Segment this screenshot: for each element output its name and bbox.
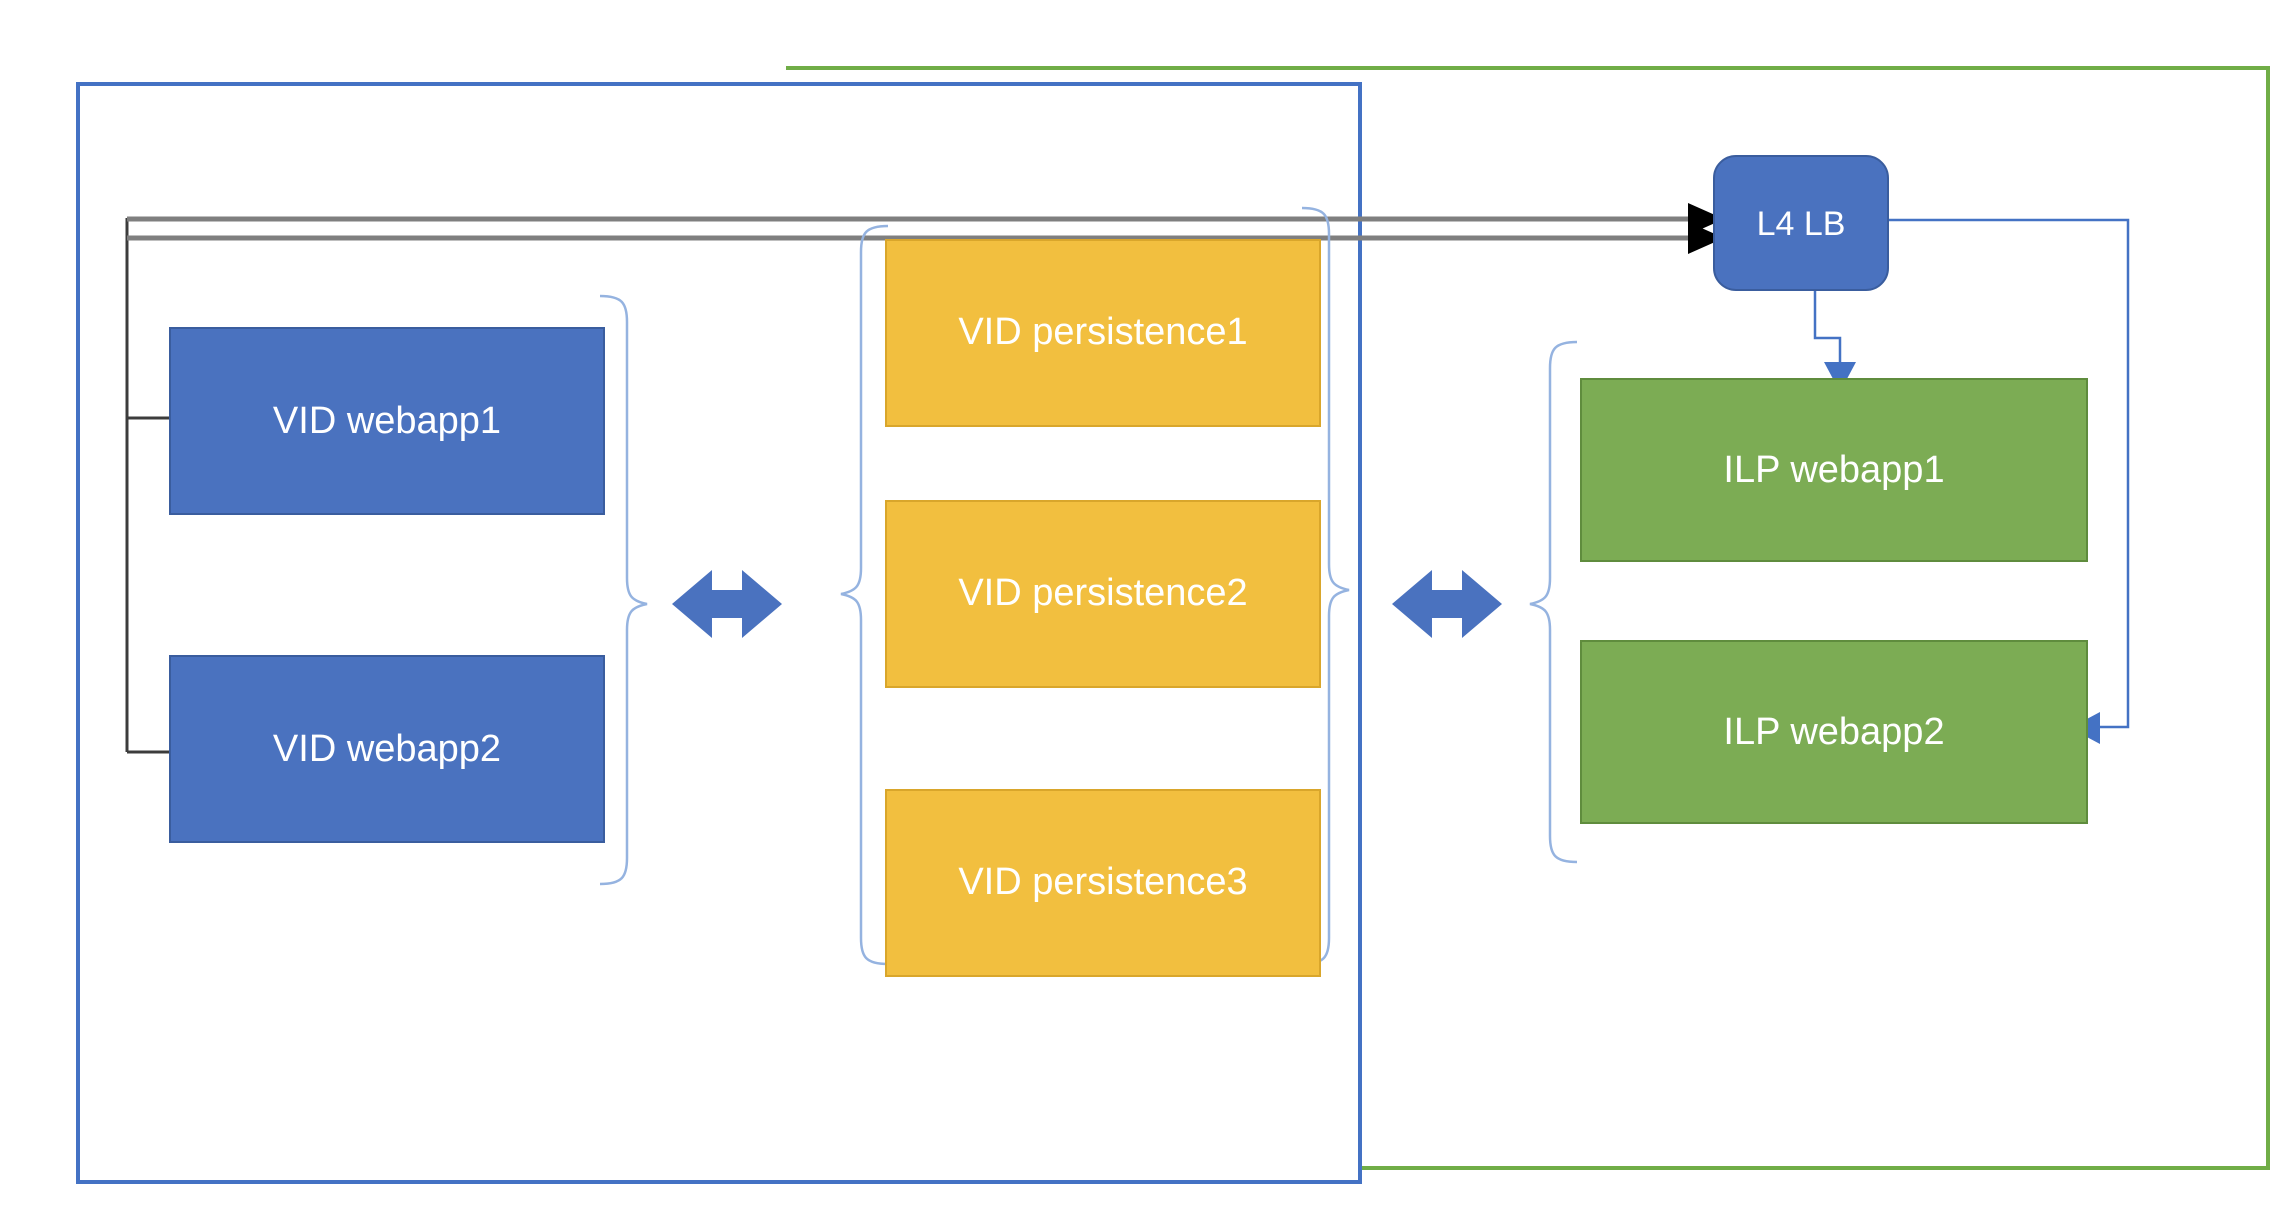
node-vid-persistence1-label: VID persistence1 bbox=[958, 311, 1247, 353]
node-ilp-webapp1[interactable]: ILP webapp1 bbox=[1580, 378, 2088, 562]
container-ilp-zone bbox=[786, 66, 2270, 1170]
node-l4-lb-label: L4 LB bbox=[1757, 205, 1846, 243]
ilp-webapp-group-brace bbox=[1529, 340, 1578, 864]
vid-persistence-group-brace-right bbox=[1301, 206, 1350, 966]
node-vid-persistence3[interactable]: VID persistence3 bbox=[885, 789, 1321, 977]
node-l4-lb[interactable]: L4 LB bbox=[1713, 155, 1889, 291]
connector-l4lb-to-ilp1 bbox=[1813, 290, 1842, 368]
bidir-arrow-persistence-ilp bbox=[1392, 570, 1502, 638]
node-vid-persistence2-label: VID persistence2 bbox=[958, 572, 1247, 614]
node-vid-persistence3-label: VID persistence3 bbox=[958, 861, 1247, 903]
connector-l4lb-to-ilp1-head bbox=[1824, 362, 1856, 392]
node-vid-webapp1-label: VID webapp1 bbox=[273, 400, 501, 442]
flow-arrow-lower-head bbox=[1688, 222, 1724, 254]
bidir-arrow-webapps-persistence bbox=[672, 570, 782, 638]
node-ilp-webapp2-label: ILP webapp2 bbox=[1723, 711, 1944, 753]
node-vid-webapp2-label: VID webapp2 bbox=[273, 728, 501, 770]
vid-persistence-group-brace-left bbox=[840, 224, 889, 966]
node-vid-persistence1[interactable]: VID persistence1 bbox=[885, 239, 1321, 427]
node-vid-webapp1[interactable]: VID webapp1 bbox=[169, 327, 605, 515]
node-vid-persistence2[interactable]: VID persistence2 bbox=[885, 500, 1321, 688]
vid-webapp-group-brace bbox=[599, 294, 648, 886]
node-ilp-webapp2[interactable]: ILP webapp2 bbox=[1580, 640, 2088, 824]
connector-l4lb-to-ilp2 bbox=[1884, 218, 2130, 729]
node-vid-webapp2[interactable]: VID webapp2 bbox=[169, 655, 605, 843]
node-ilp-webapp1-label: ILP webapp1 bbox=[1723, 449, 1944, 491]
container-vid-zone bbox=[76, 82, 1362, 1184]
